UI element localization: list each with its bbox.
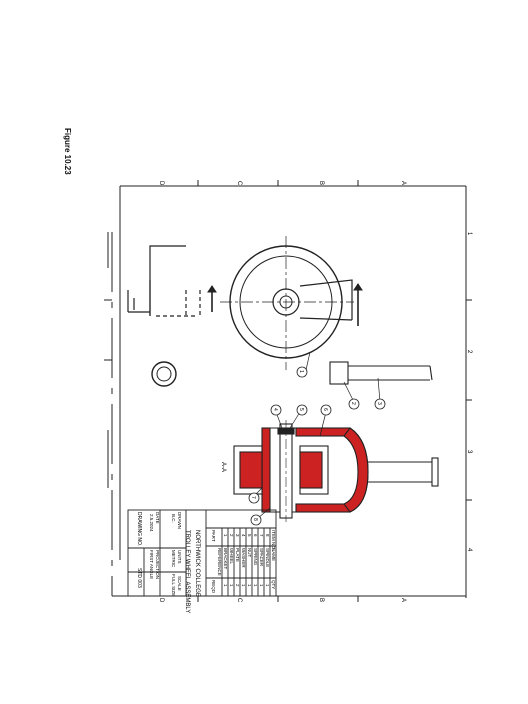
washer-view — [151, 361, 177, 387]
balloon-number: 7 — [250, 496, 256, 499]
balloon — [374, 398, 386, 410]
parts-row-qty: 1 — [253, 584, 258, 587]
title-projection-value: FIRST ANGLE — [149, 550, 154, 579]
parts-row-name: PLATE — [235, 548, 240, 562]
leader-lines — [253, 351, 381, 519]
title-units-value: METRIC — [171, 550, 176, 568]
section-aa-view — [233, 420, 439, 522]
balloon-number: 5 — [298, 408, 304, 411]
zone-letter-top: B — [318, 181, 324, 185]
balloon — [296, 404, 308, 416]
title-units: UNITS — [177, 550, 182, 564]
balloon-number: 1 — [298, 370, 304, 373]
balloon-number: 4 — [272, 408, 278, 411]
bracket-plan-view — [127, 245, 201, 317]
wheel-side-view — [207, 236, 363, 370]
title-drawn-name: B.C. — [171, 514, 176, 523]
parts-header-qty: QTY — [271, 580, 276, 589]
title-drawing: TROLLEY WHEEL ASSEMBLY — [184, 530, 190, 613]
sheet-frame — [111, 180, 472, 602]
zone-number-right: 2 — [466, 350, 472, 354]
balloon-number: 2 — [350, 402, 356, 405]
parts-row-name: SPACER — [259, 548, 264, 567]
section-aa-label: A-A — [220, 462, 226, 472]
parts-footer-pc: PART — [211, 530, 216, 542]
balloons — [248, 366, 386, 526]
parts-header-name: NAME — [271, 548, 276, 561]
balloon-number: 6 — [322, 408, 328, 411]
balloon — [248, 492, 260, 504]
balloon — [250, 514, 262, 526]
title-drawn-by: DRAWN — [177, 512, 182, 529]
parts-row-no: 1 — [223, 534, 228, 537]
parts-row-no: 6 — [253, 534, 258, 537]
parts-row-qty: 2 — [235, 584, 240, 587]
balloon — [320, 404, 332, 416]
parts-row-no: 3 — [235, 534, 240, 537]
balloon-number: 3 — [376, 402, 382, 405]
title-school: NORTHWICK COLLEGE — [194, 530, 200, 597]
parts-row-no: 8 — [265, 534, 270, 537]
parts-row-name: WASHER — [241, 548, 246, 568]
parts-header-no: ITEM NO. — [271, 530, 276, 550]
parts-row-qty: 1 — [223, 584, 228, 587]
title-block-frame — [127, 509, 277, 597]
left-margin-marks — [104, 232, 112, 488]
balloon — [270, 404, 282, 416]
parts-row-no: 4 — [241, 534, 246, 537]
balloon — [296, 366, 308, 378]
balloon-number: 8 — [252, 518, 258, 521]
zone-letter-bottom: C — [236, 598, 242, 603]
zone-letter-top: A — [400, 181, 406, 185]
title-date: DATE — [155, 512, 160, 524]
parts-row-name: SPINDLE — [265, 548, 270, 567]
parts-row-qty: 1 — [247, 584, 252, 587]
parts-row-name: BRACKET — [223, 548, 228, 570]
parts-row-name: WHEEL — [229, 548, 234, 565]
zone-number-right: 4 — [466, 548, 472, 552]
title-drawing-no-value: STD 003 — [136, 568, 142, 588]
parts-row-no: 2 — [229, 534, 234, 537]
parts-footer-ref: REFERENCE — [217, 548, 222, 576]
title-projection: PROJECTION — [155, 550, 160, 579]
parts-row-no: 7 — [259, 534, 264, 537]
parts-row-name: SPRING — [253, 548, 258, 566]
parts-row-qty: 1 — [229, 584, 234, 587]
parts-row-no: 5 — [247, 534, 252, 537]
title-date-value: 2.5.2024 — [149, 514, 154, 532]
parts-row-qty: 1 — [241, 584, 246, 587]
parts-row-name: NUT — [247, 548, 252, 557]
zone-letter-top: D — [158, 181, 164, 186]
parts-footer-qty: REQD — [211, 580, 216, 594]
zone-letter-top: C — [236, 181, 242, 186]
spindle-view — [329, 361, 433, 385]
zone-letter-bottom: A — [400, 598, 406, 602]
zone-number-right: 3 — [466, 450, 472, 454]
parts-row-qty: 1 — [265, 584, 270, 587]
title-scale-value: FULL SIZE — [171, 574, 176, 596]
zone-number-right: 1 — [466, 232, 472, 236]
balloon — [348, 398, 360, 410]
zone-letter-bottom: D — [158, 598, 164, 603]
title-drawing-no: DRAWING NO. — [136, 512, 142, 546]
zone-letter-bottom: B — [318, 598, 324, 602]
parts-row-qty: 1 — [259, 584, 264, 587]
title-scale: SCALE — [177, 576, 182, 591]
